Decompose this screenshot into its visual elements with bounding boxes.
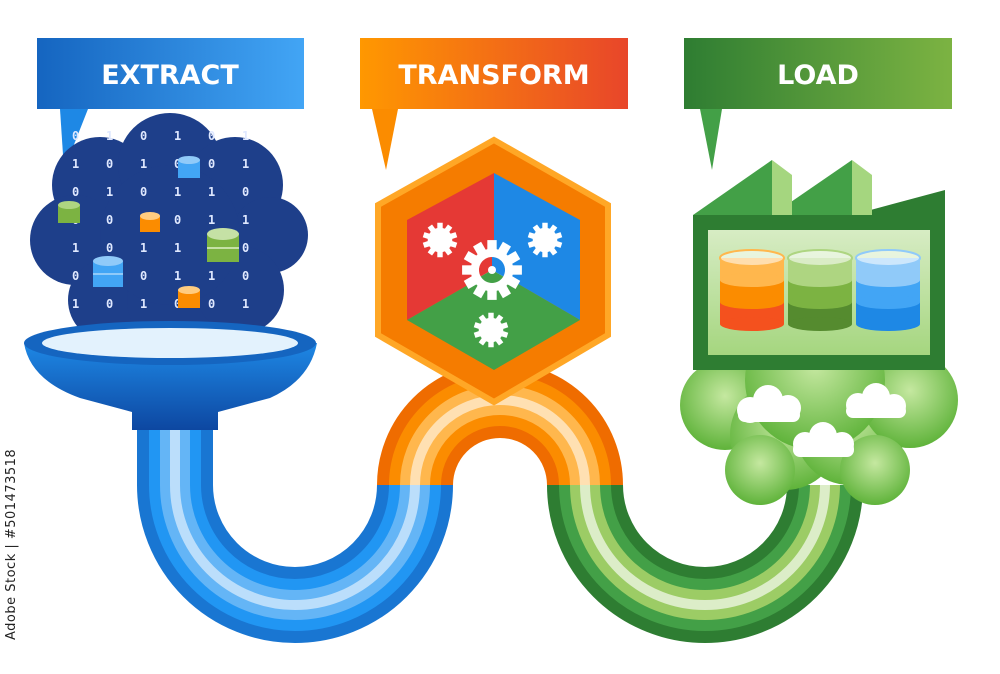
gears [422,222,563,348]
database-icon [178,286,200,308]
stock-watermark: Adobe Stock | #501473518 [4,448,19,640]
load-stage: LOAD [680,38,958,505]
funnel [24,321,317,430]
extract-label: EXTRACT [101,60,239,91]
database-icon [140,212,160,232]
transform-stage: TRANSFORM [360,38,628,406]
cloud-icon [846,383,906,418]
load-banner: LOAD [684,38,952,170]
extract-banner: EXTRACT [37,38,304,170]
green-pipe [547,483,863,643]
database-icon [58,201,80,223]
cloud-icon [737,385,801,423]
transform-label: TRANSFORM [398,60,589,91]
database-icon [178,156,200,178]
extract-stage: EXTRACT 01001011010010010110110101100011… [24,38,317,430]
transform-banner: TRANSFORM [360,38,628,170]
load-label: LOAD [777,60,859,91]
gear-icon [473,312,509,348]
data-cloud: 0100101101001001011011010110001101011010… [30,113,308,348]
cloud-icon [793,422,854,457]
database-icon [207,228,239,262]
factory [693,160,945,370]
orange-pipe [377,362,623,487]
warehouse-databases [719,249,921,331]
database-icon [719,249,785,331]
gear-icon [422,222,458,258]
database-icon [787,249,853,331]
gear-icon [527,222,563,258]
transform-hexagon [375,136,611,406]
blue-pipe [137,410,453,643]
database-icon [855,249,921,331]
database-icon [93,256,123,287]
